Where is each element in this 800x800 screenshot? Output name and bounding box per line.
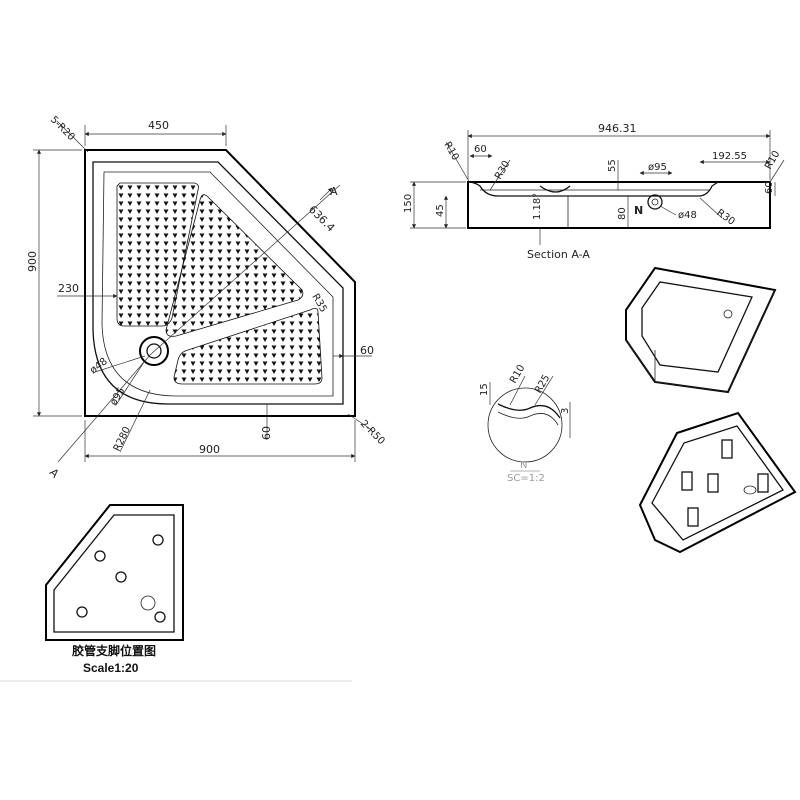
dim-right-60: 60 xyxy=(360,344,374,357)
foot-position xyxy=(152,534,164,546)
dim-section-r30-left: R30 xyxy=(493,159,512,182)
detail-view: 15 R10 R25 3 N SC=1:2 xyxy=(479,363,571,484)
section-tray-profile xyxy=(469,181,719,197)
feet-diagram: 胶管支脚位置图 Scale1:20 xyxy=(45,504,184,675)
plan-textured-pad xyxy=(173,308,323,385)
dim-top-width: 450 xyxy=(148,119,169,132)
dim-bottom-width: 900 xyxy=(199,443,220,456)
dim-section-r30-right: R30 xyxy=(714,207,736,227)
detail-dim-15: 15 xyxy=(479,383,490,396)
feet-caption-scale: Scale1:20 xyxy=(83,661,139,675)
dim-section-slope: 1.18° xyxy=(532,193,543,220)
section-mark-top: A xyxy=(330,185,338,198)
dim-section-55: 55 xyxy=(607,159,618,172)
feet-caption-cn: 胶管支脚位置图 xyxy=(72,643,156,658)
foot-position xyxy=(94,550,106,562)
plan-drain xyxy=(139,336,169,366)
foot-position xyxy=(76,606,88,618)
section-label-n: N xyxy=(634,204,643,217)
dim-r280: R280 xyxy=(112,425,133,453)
foot-position xyxy=(154,611,166,623)
dim-230: 230 xyxy=(58,282,79,295)
dim-section-192: 192.55 xyxy=(712,151,747,162)
dim-diagonal: 636.4 xyxy=(306,203,337,234)
detail-circle xyxy=(487,387,563,463)
dim-phi95: ø95 xyxy=(108,386,127,408)
dim-section-45: 45 xyxy=(435,204,446,217)
drain-position xyxy=(140,595,156,611)
section-mark-bottom: A xyxy=(47,466,62,481)
detail-dim-3: 3 xyxy=(560,408,571,414)
plan-outer-outline xyxy=(84,149,356,417)
plan-textured-pad xyxy=(165,194,304,337)
iso-view-top xyxy=(625,266,777,394)
dim-bottom-60: 60 xyxy=(260,426,273,440)
plan-view: 450 5-R20 900 636.4 A A 230 R35 60 ø48 ø… xyxy=(26,114,387,480)
section-outer-outline xyxy=(467,181,771,229)
dim-section-phi48: ø48 xyxy=(678,210,697,221)
iso-view-bottom xyxy=(638,411,797,554)
plan-floor-outline xyxy=(101,171,334,397)
dim-section-80: 80 xyxy=(617,207,628,220)
plan-drain-inner xyxy=(146,343,162,359)
dim-section-60-right: 60 xyxy=(764,181,775,194)
dim-section-60-left: 60 xyxy=(474,144,487,155)
dim-section-r10-right: R10 xyxy=(763,149,782,172)
dim-phi48: ø48 xyxy=(88,356,110,376)
dim-corner-top: 5-R20 xyxy=(48,114,77,143)
section-view: 946.31 R10 60 R30 55 ø95 192.55 R10 60 1… xyxy=(403,122,785,261)
foot-post xyxy=(681,439,769,527)
dim-section-phi95: ø95 xyxy=(648,162,667,173)
section-caption: Section A-A xyxy=(527,248,590,261)
detail-label: N xyxy=(520,460,527,471)
detail-dim-r10: R10 xyxy=(508,363,527,386)
dim-corner-bottom: 2-R50 xyxy=(358,418,387,447)
dim-section-150: 150 xyxy=(403,194,414,213)
detail-scale: SC=1:2 xyxy=(507,473,545,484)
dim-section-r10-left: R10 xyxy=(441,140,460,163)
detail-dim-r25: R25 xyxy=(533,373,552,396)
section-drain xyxy=(647,194,663,210)
dim-height: 900 xyxy=(26,251,39,272)
dim-section-overall: 946.31 xyxy=(598,122,637,135)
foot-position xyxy=(115,571,127,583)
